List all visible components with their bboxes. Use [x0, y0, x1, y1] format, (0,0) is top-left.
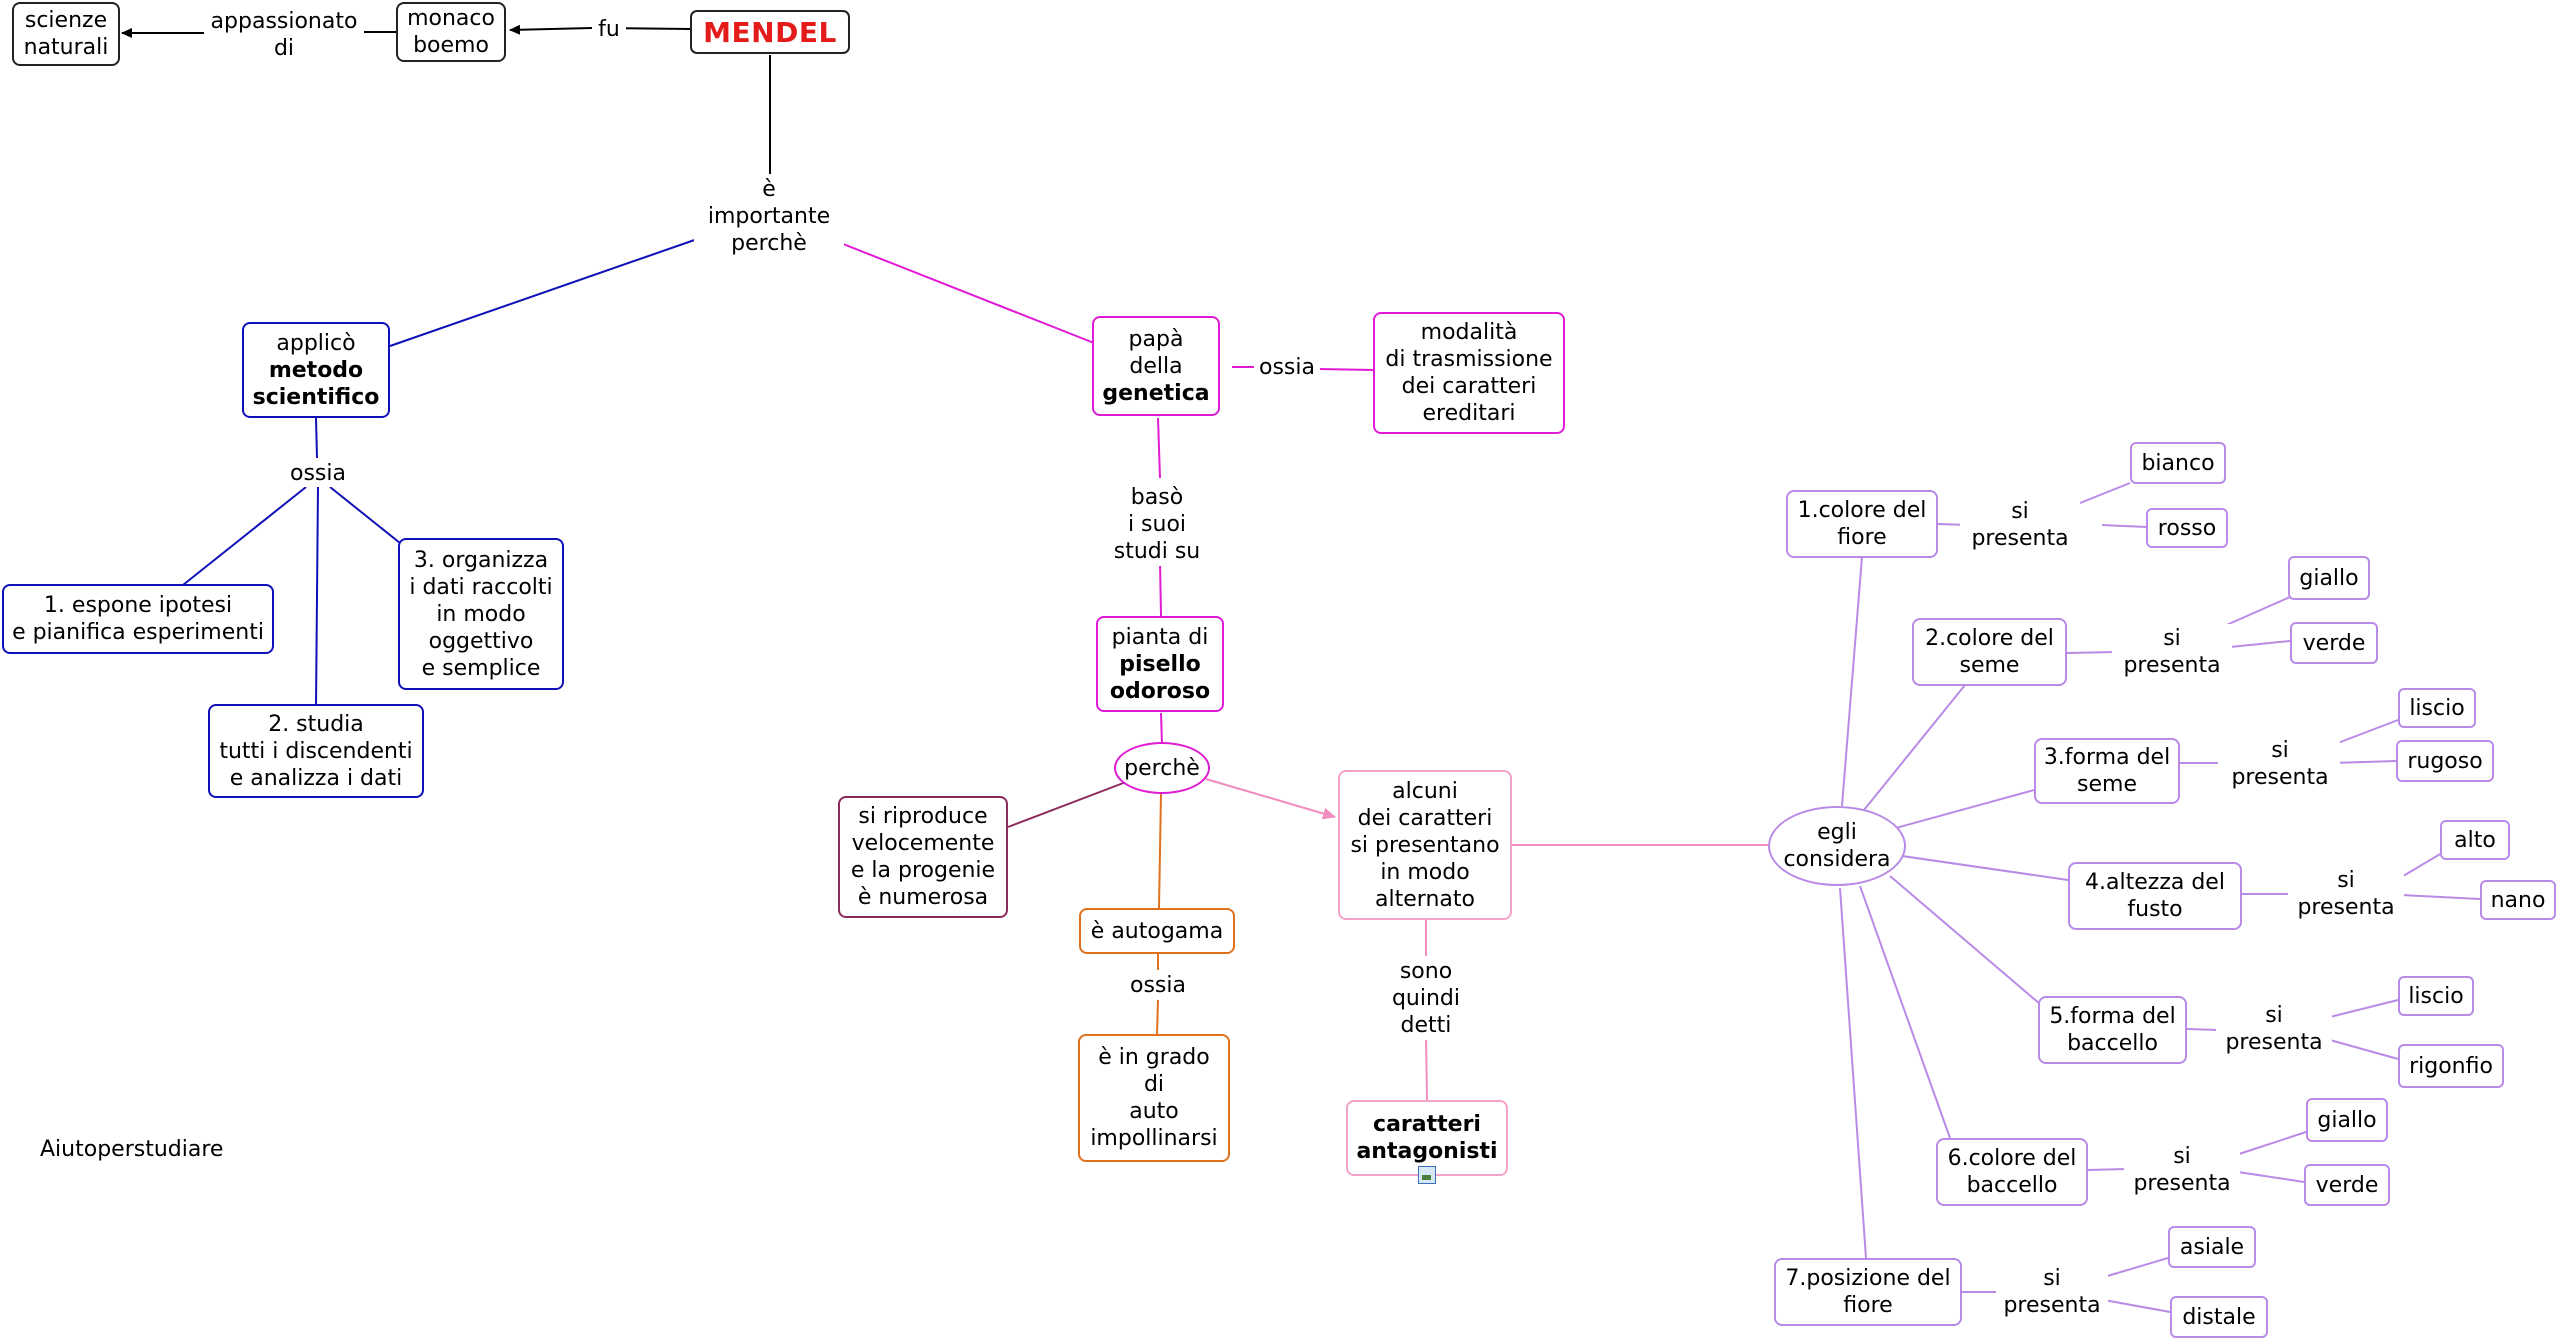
lavender-lines — [1839, 482, 2481, 1313]
line-importante-papa — [832, 239, 1095, 344]
line-baso-pianta — [1159, 561, 1162, 617]
valore-rugoso-node[interactable]: rugoso — [2396, 740, 2494, 782]
line-ossia-espone — [182, 486, 307, 586]
valore-giallo-seme-node[interactable]: giallo — [2288, 556, 2370, 600]
line-ossia-impollinarsi — [1156, 999, 1159, 1035]
valore-verde-baccello-node[interactable]: verde — [2304, 1164, 2390, 1206]
si-presenta-label-5: si presenta — [2216, 1001, 2332, 1057]
si-presenta-label-3: si presenta — [2220, 736, 2340, 792]
watermark-text: Aiutoperstudiare — [40, 1137, 224, 1162]
modalita-trasmissione-node[interactable]: modalità di trasmissione dei caratteri e… — [1373, 312, 1565, 434]
valore-asiale-node[interactable]: asiale — [2168, 1226, 2256, 1268]
line-importante-applico — [389, 235, 707, 347]
line-applico-ossia — [315, 417, 318, 459]
line-perche-autogama — [1158, 792, 1162, 909]
mendel-node[interactable]: MENDEL — [690, 10, 850, 54]
arrow-perche-alcuni — [1205, 778, 1336, 820]
papa-genetica-node[interactable]: papà della genetica — [1092, 316, 1220, 416]
carattere-colore-fiore-node[interactable]: 1.colore del fiore — [1786, 490, 1938, 558]
line-ossia-modalita — [1317, 368, 1375, 371]
ossia-link-label-blue: ossia — [282, 460, 354, 487]
valore-liscio-baccello-node[interactable]: liscio — [2398, 976, 2474, 1016]
carattere-colore-baccello-node[interactable]: 6.colore del baccello — [1936, 1138, 2088, 1206]
perche-node[interactable]: perchè — [1114, 742, 1210, 794]
pisello-odoroso-text: pisello odoroso — [1109, 651, 1211, 704]
carattere-posizione-fiore-node[interactable]: 7.posizione del fiore — [1774, 1258, 1962, 1326]
valore-verde-seme-node[interactable]: verde — [2290, 622, 2378, 664]
valore-giallo-baccello-node[interactable]: giallo — [2306, 1098, 2388, 1142]
scienze-naturali-node[interactable]: scienze naturali — [12, 2, 120, 66]
si-presenta-label-1: si presenta — [1960, 497, 2080, 553]
carattere-colore-seme-node[interactable]: 2.colore del seme — [1912, 618, 2067, 686]
sono-quindi-detti-link-label: sono quindi detti — [1376, 956, 1476, 1040]
line-ossia-studia — [315, 486, 319, 707]
arrow-fu-monaco — [509, 24, 593, 35]
egli-considera-node[interactable]: egli considera — [1768, 806, 1906, 886]
valore-rigonfio-node[interactable]: rigonfio — [2398, 1044, 2504, 1088]
autogama-node[interactable]: è autogama — [1079, 908, 1235, 954]
line-ossia-organizza — [329, 486, 401, 544]
espone-ipotesi-node[interactable]: 1. espone ipotesi e pianifica esperiment… — [2, 584, 274, 654]
monaco-boemo-node[interactable]: monaco boemo — [396, 2, 506, 62]
valore-distale-node[interactable]: distale — [2170, 1296, 2268, 1338]
image-attachment-icon[interactable] — [1418, 1166, 1436, 1184]
valore-nano-node[interactable]: nano — [2480, 880, 2556, 920]
auto-impollinarsi-node[interactable]: è in grado di auto impollinarsi — [1078, 1034, 1230, 1162]
baso-link-label: basò i suoi studi su — [1106, 482, 1208, 566]
applico-text: applicò — [276, 330, 356, 356]
pianta-pisello-node[interactable]: pianta di pisello odoroso — [1096, 616, 1224, 712]
fu-link-label: fu — [592, 16, 626, 43]
valore-liscio-seme-node[interactable]: liscio — [2398, 688, 2476, 728]
riproduce-velocemente-node[interactable]: si riproduce velocemente e la progenie è… — [838, 796, 1008, 918]
line-perche-riproduce — [1007, 781, 1127, 828]
valore-rosso-node[interactable]: rosso — [2146, 508, 2228, 548]
appassionato-link-label: appassionato di — [204, 7, 364, 63]
carattere-altezza-fusto-node[interactable]: 4.altezza del fusto — [2068, 862, 2242, 930]
carattere-forma-baccello-node[interactable]: 5.forma del baccello — [2038, 996, 2187, 1064]
alcuni-caratteri-node[interactable]: alcuni dei caratteri si presentano in mo… — [1338, 770, 1512, 920]
studia-discendenti-node[interactable]: 2. studia tutti i discendenti e analizza… — [208, 704, 424, 798]
ossia-link-label-magenta: ossia — [1254, 354, 1320, 381]
papa-della-text: papà della — [1128, 326, 1184, 379]
ossia-link-label-orange: ossia — [1122, 970, 1194, 1000]
valore-bianco-node[interactable]: bianco — [2130, 442, 2226, 484]
applico-metodo-node[interactable]: applicò metodo scientifico — [242, 322, 390, 418]
si-presenta-label-4: si presenta — [2288, 866, 2404, 922]
si-presenta-label-6: si presenta — [2124, 1142, 2240, 1198]
line-pianta-perche — [1160, 712, 1163, 746]
line-papa-baso — [1157, 417, 1161, 479]
si-presenta-label-7: si presenta — [1996, 1264, 2108, 1320]
caratteri-antagonisti-node[interactable]: caratteri antagonisti — [1346, 1100, 1508, 1176]
metodo-scientifico-text: metodo scientifico — [252, 357, 380, 410]
organizza-dati-node[interactable]: 3. organizza i dati raccolti in modo ogg… — [398, 538, 564, 690]
line-sono-antagonisti — [1425, 1035, 1428, 1101]
carattere-forma-seme-node[interactable]: 3.forma del seme — [2034, 738, 2180, 804]
genetica-text: genetica — [1102, 380, 1210, 406]
pianta-di-text: pianta di — [1111, 624, 1209, 650]
valore-alto-node[interactable]: alto — [2440, 820, 2510, 860]
importante-link-label: è importante perchè — [694, 174, 844, 258]
si-presenta-label-2: si presenta — [2112, 624, 2232, 680]
